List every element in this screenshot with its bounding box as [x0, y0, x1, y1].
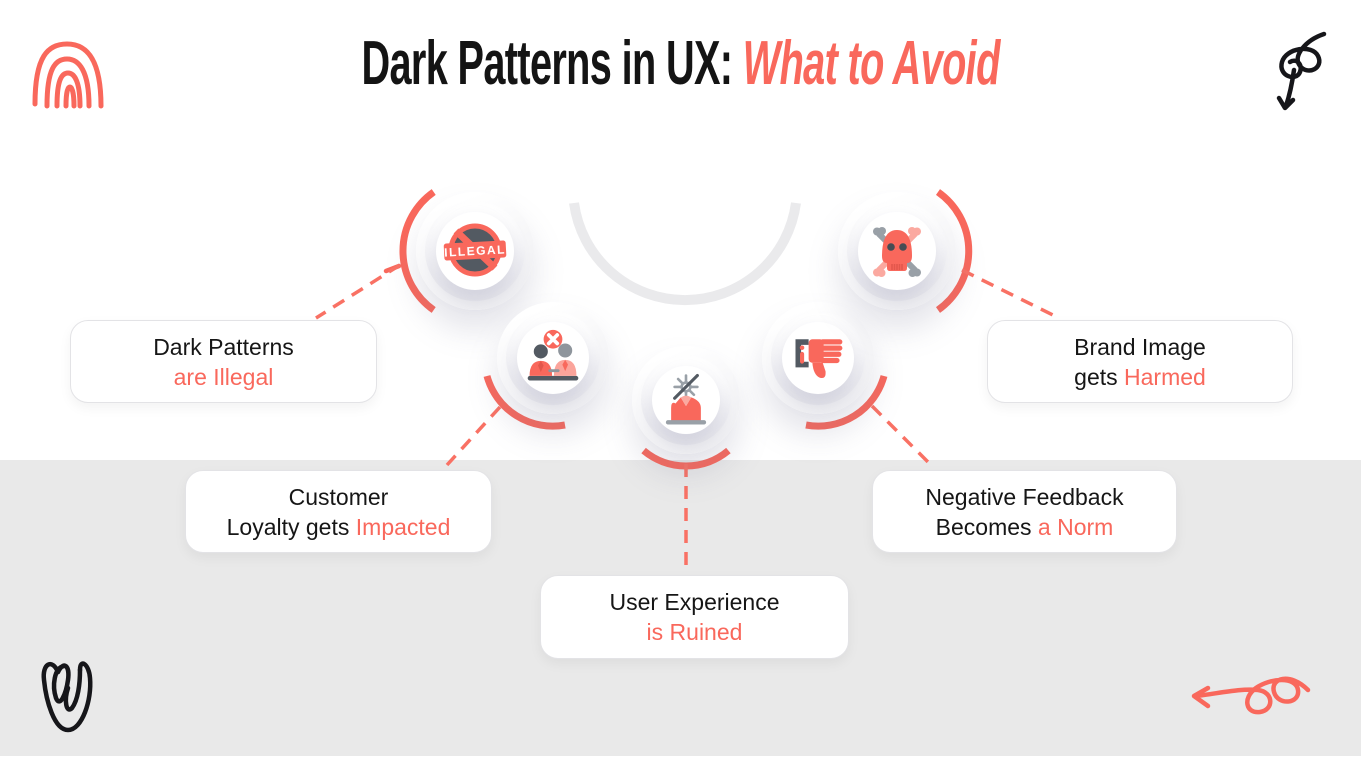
connector-skull — [961, 268, 1060, 320]
accent-arc-thumbs — [805, 375, 888, 430]
label-line1: Negative Feedback — [925, 483, 1124, 510]
label-line2: Becomes a Norm — [935, 513, 1114, 540]
accent-arc-customers — [483, 375, 566, 430]
connector-illegal — [315, 263, 401, 320]
spiral-arrow-down-doodle-icon — [1276, 31, 1327, 111]
ruined-experience-icon — [665, 373, 707, 425]
label-line1: Brand Image — [1074, 333, 1206, 360]
label-line2: is Ruined — [646, 619, 743, 645]
label-card-negative-feedback: Negative Feedback Becomes a Norm — [872, 470, 1177, 553]
label-line2: Loyalty gets Impacted — [226, 513, 451, 540]
skull-crossbones-icon — [873, 227, 921, 277]
center-gray-arc — [569, 202, 801, 305]
bubble-ruined — [632, 346, 740, 454]
connector-thumbs — [870, 404, 932, 466]
rainbow-doodle-icon — [32, 41, 104, 109]
label-line1: User Experience — [609, 589, 780, 615]
bubble-illegal: ILLEGAL — [416, 192, 534, 310]
illegal-stamp-text: ILLEGAL — [444, 242, 506, 259]
accent-arc-illegal — [399, 189, 436, 313]
title-accent-part: What to Avoid — [742, 29, 1001, 98]
label-card-illegal: Dark Patterns are Illegal — [70, 320, 377, 403]
bubble-thumbs-down — [762, 302, 874, 414]
page-title: Dark Patterns in UX: What to Avoid — [0, 29, 1361, 98]
thumbs-down-icon — [795, 339, 843, 379]
connector-customers — [445, 405, 502, 467]
squiggle-arrow-left-doodle-icon — [1191, 676, 1311, 715]
illegal-stamp-icon: ILLEGAL — [443, 223, 507, 277]
label-card-brand-image: Brand Image gets Harmed — [987, 320, 1293, 403]
label-card-customer-loyalty: Customer Loyalty gets Impacted — [185, 470, 492, 553]
label-line2: are Illegal — [173, 363, 274, 390]
title-black-part: Dark Patterns in UX: — [361, 29, 743, 98]
background-bottom-strip — [0, 756, 1361, 766]
scribble-loops-doodle-icon — [41, 661, 93, 733]
bubble-skull — [838, 192, 956, 310]
label-line1: Customer — [288, 483, 389, 510]
label-line2: gets Harmed — [1074, 363, 1206, 390]
label-line1: Dark Patterns — [153, 333, 294, 360]
bubble-customers — [497, 302, 609, 414]
customers-cancelled-icon — [527, 329, 579, 381]
label-card-user-experience: User Experience is Ruined — [540, 575, 849, 659]
accent-arc-skull — [935, 189, 973, 313]
